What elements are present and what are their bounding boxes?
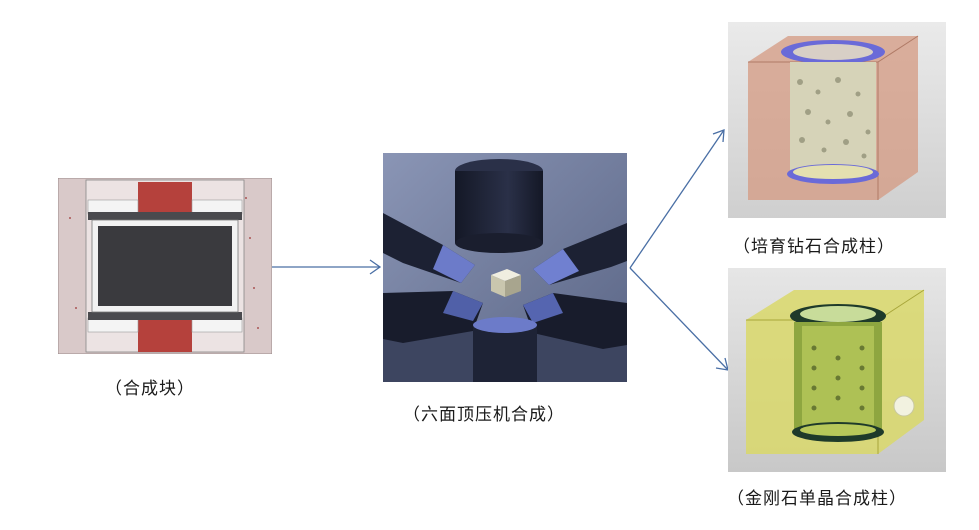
cubic-press-caption: （六面顶压机合成） [403,405,565,425]
single-crystal-column-image [728,268,946,472]
synthesis-block-image [58,178,272,354]
cubic-press-image [383,153,627,382]
cultivated-diamond-caption: （培育钻石合成柱） [733,237,895,257]
cultivated-diamond-column-image [728,22,946,218]
synthesis-block-caption: （合成块） [105,379,195,399]
single-crystal-caption: （金刚石单晶合成柱） [727,489,907,509]
